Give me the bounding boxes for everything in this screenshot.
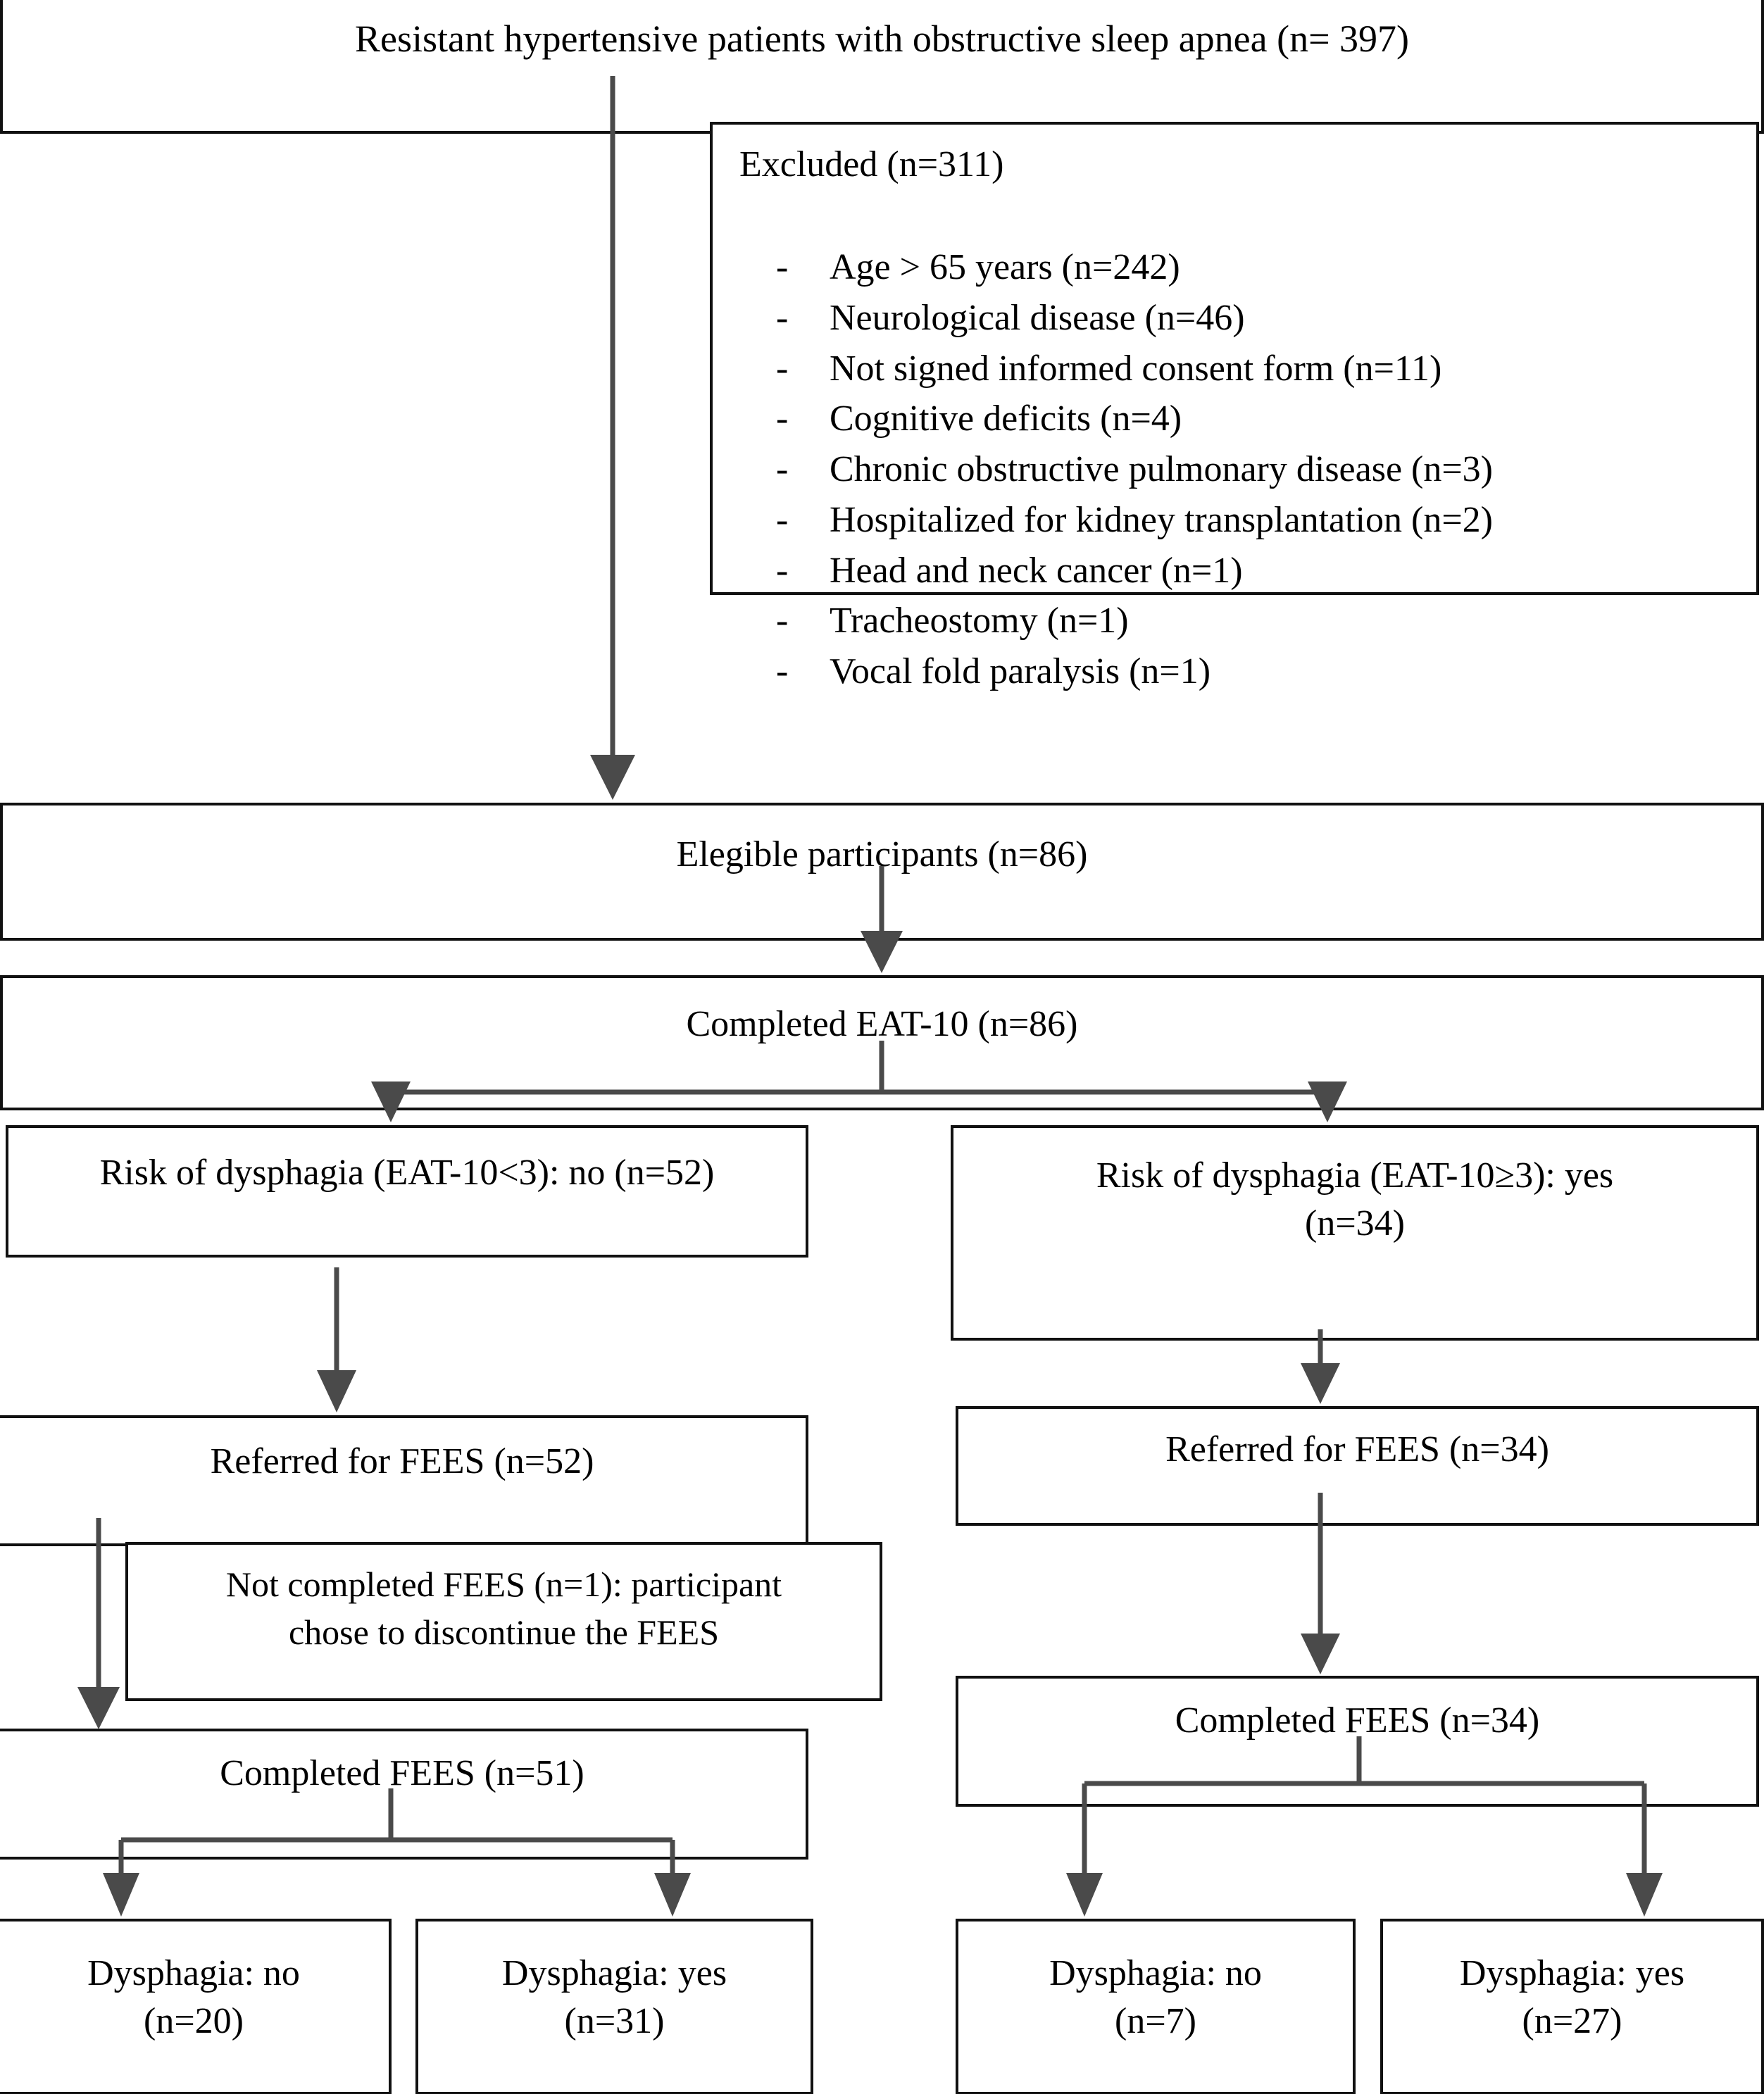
arrow-top-to-eligible (590, 76, 635, 800)
node-total-patients-label: Resistant hypertensive patients with obs… (354, 18, 1410, 60)
node-eligible-participants: Elegible participants (n=86) (0, 803, 1764, 941)
bullet-dash-icon: - (776, 550, 789, 591)
excluded-reason-list: -Age > 65 years (n=242) -Neurological di… (739, 242, 1756, 697)
list-item: - Chronic obstructive pulmonary disease (… (739, 444, 1756, 495)
excluded-reason-label: Not signed informed consent form (n=11) (830, 348, 1442, 389)
list-item: -Head and neck cancer (n=1) (739, 546, 1756, 596)
node-outcome-right-dysphagia-yes: Dysphagia: yes (n=27) (1380, 1919, 1764, 2094)
node-risk-dysphagia-no: Risk of dysphagia (EAT-10<3): no (n=52) (6, 1125, 808, 1258)
node-outcome-right-dysphagia-no: Dysphagia: no (n=7) (956, 1919, 1356, 2094)
node-not-completed-fees: Not completed FEES (n=1): participant ch… (125, 1542, 882, 1701)
list-item: -Not signed informed consent form (n=11) (739, 344, 1756, 394)
node-completed-fees-left: Completed FEES (n=51) (0, 1729, 808, 1860)
arrow-referred52-to-completed51 (77, 1518, 120, 1729)
node-completed-eat10: Completed EAT-10 (n=86) (0, 975, 1764, 1110)
node-risk-dysphagia-yes-label: Risk of dysphagia (EAT-10≥3): yes (n=34) (1096, 1155, 1614, 1243)
arrow-riskno-to-referred52 (317, 1267, 356, 1412)
node-referred-fees-left-label: Referred for FEES (n=52) (210, 1441, 594, 1481)
node-completed-fees-right: Completed FEES (n=34) (956, 1676, 1759, 1807)
node-completed-eat10-label: Completed EAT-10 (n=86) (686, 1004, 1078, 1044)
bullet-dash-icon: - (776, 399, 789, 439)
excluded-reason-label: Cognitive deficits (n=4) (830, 399, 1182, 439)
node-outcome-right-dysphagia-yes-label: Dysphagia: yes (n=27) (1459, 1953, 1685, 2041)
list-item: - Vocal fold paralysis (n=1) (739, 646, 1756, 697)
node-outcome-right-dysphagia-no-label: Dysphagia: no (n=7) (1049, 1953, 1262, 2041)
bullet-dash-icon: - (776, 247, 789, 287)
node-excluded: Excluded (n=311) - Age > 65 years (n=242)… (710, 122, 1759, 691)
excluded-reason-label: Neurological disease (n=46) (830, 297, 1245, 338)
node-outcome-left-dysphagia-yes-label: Dysphagia: yes (n=31) (501, 1953, 727, 2041)
node-referred-fees-right-label: Referred for FEES (n=34) (1165, 1429, 1549, 1469)
bullet-dash-icon: - (776, 348, 789, 389)
list-item: -Hospitalized for kidney transplantation… (739, 495, 1756, 546)
node-referred-fees-right: Referred for FEES (n=34) (956, 1406, 1759, 1526)
bullet-dash-icon: - (776, 499, 789, 540)
node-completed-fees-right-label: Completed FEES (n=34) (1175, 1700, 1540, 1741)
node-outcome-left-dysphagia-yes: Dysphagia: yes (n=31) (415, 1919, 813, 2094)
list-item: - Age > 65 years (n=242) (739, 242, 1756, 293)
excluded-reason-label: Chronic obstructive pulmonary disease (n… (830, 449, 1493, 489)
node-total-patients: Resistant hypertensive patients with obs… (0, 0, 1764, 134)
node-risk-dysphagia-no-label: Risk of dysphagia (EAT-10<3): no (n=52) (99, 1153, 715, 1193)
excluded-reason-label: Tracheostomy (n=1) (830, 601, 1129, 641)
excluded-reason-label: Hospitalized for kidney transplantation … (830, 499, 1493, 540)
list-item: - Cognitive deficits (n=4) (739, 394, 1756, 444)
list-item: - Tracheostomy (n=1) (739, 596, 1756, 646)
excluded-reason-label: Vocal fold paralysis (n=1) (830, 651, 1211, 691)
bullet-dash-icon: - (776, 297, 789, 338)
node-outcome-left-dysphagia-no: Dysphagia: no (n=20) (0, 1919, 392, 2094)
node-not-completed-fees-label: Not completed FEES (n=1): participant ch… (225, 1565, 782, 1652)
node-completed-fees-left-label: Completed FEES (n=51) (220, 1753, 584, 1793)
excluded-reason-label: Head and neck cancer (n=1) (830, 550, 1243, 591)
node-referred-fees-left: Referred for FEES (n=52) (0, 1415, 808, 1546)
bullet-dash-icon: - (776, 651, 789, 691)
excluded-heading: Excluded (n=311) (739, 144, 1004, 184)
list-item: -Neurological disease (n=46) (739, 293, 1756, 344)
node-eligible-participants-label: Elegible participants (n=86) (676, 834, 1088, 874)
excluded-reason-label: Age > 65 years (n=242) (830, 247, 1180, 287)
bullet-dash-icon: - (776, 449, 789, 489)
bullet-dash-icon: - (776, 601, 789, 641)
node-risk-dysphagia-yes: Risk of dysphagia (EAT-10≥3): yes (n=34) (951, 1125, 1759, 1341)
node-outcome-left-dysphagia-no-label: Dysphagia: no (n=20) (87, 1953, 300, 2041)
